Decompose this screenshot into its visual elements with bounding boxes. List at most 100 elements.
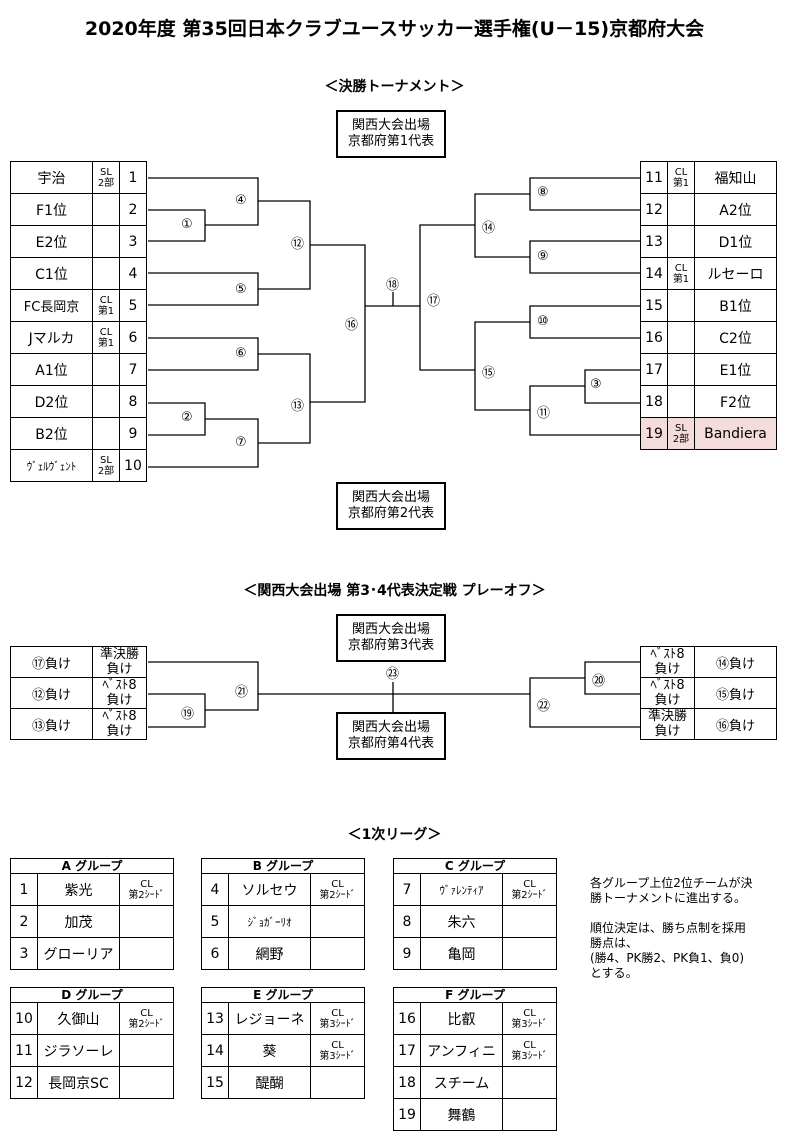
playoff-team: ⑰負け [10, 646, 93, 678]
seed-tag [502, 1098, 557, 1131]
seed-tag-line: SL [675, 422, 687, 434]
draw-number: 14 [640, 257, 668, 290]
draw-number: 9 [119, 417, 147, 450]
league-heading: ＜1次リーグ＞ [347, 827, 442, 843]
team-name: A2位 [694, 193, 777, 226]
team-name: レジョーネ [228, 1002, 311, 1035]
playoff-source-line: 準決勝 [99, 647, 139, 663]
draw-number: 6 [119, 321, 147, 354]
rep1-line2: 京都府第1代表 [347, 134, 435, 149]
league-note: 各グループ上位2位チームが決勝トーナメントに進出する。順位決定は、勝ち点制を採用… [590, 876, 753, 981]
seed-tag-line: 第2ｼｰﾄﾞ [511, 889, 548, 901]
match-14: ⑭ [482, 221, 496, 236]
rep4-line1: 関西大会出場 [351, 720, 430, 735]
team-name: B2位 [10, 417, 93, 450]
seed-tag-line: CL [674, 262, 688, 274]
match-12: ⑫ [291, 237, 305, 252]
team-name: 舞鶴 [420, 1098, 503, 1131]
match-16: ⑯ [345, 318, 359, 333]
seed-tag [119, 905, 174, 938]
team-name: 紫光 [37, 873, 120, 906]
team-name: グローリア [37, 937, 120, 970]
team-name: 亀岡 [420, 937, 503, 970]
seed-tag-line: 2部 [672, 433, 690, 445]
group-name: B グループ [201, 858, 365, 874]
team-number: 2 [10, 905, 38, 938]
seed-tag-line: 第2ｼｰﾄﾞ [128, 1018, 165, 1030]
group-name: F グループ [393, 987, 557, 1003]
team-name: E1位 [694, 353, 777, 386]
team-name: 長岡京SC [37, 1066, 120, 1099]
team-number: 5 [201, 905, 229, 938]
playoff-source-line: 負け [654, 724, 681, 739]
team-number: 3 [10, 937, 38, 970]
match-13: ⑬ [291, 399, 305, 414]
draw-number: 10 [119, 449, 147, 482]
team-number: 12 [10, 1066, 38, 1099]
playoff-source-line: 負け [106, 693, 133, 708]
playoff-team: ⑬負け [10, 708, 93, 740]
team-name: C2位 [694, 321, 777, 354]
note-line: 勝点は、 [590, 936, 639, 950]
seed-tag [502, 1066, 557, 1099]
seed-tag-line: 第3ｼｰﾄﾞ [511, 1050, 548, 1062]
seed-tag [310, 1066, 365, 1099]
team-name: 加茂 [37, 905, 120, 938]
seed-tag [310, 905, 365, 938]
seed-tag-line: SL [100, 454, 112, 466]
rep2-line2: 京都府第2代表 [347, 506, 435, 521]
seed-tag-line: CL [99, 294, 113, 306]
seed-tag [119, 1066, 174, 1099]
seed-tag-line: CL [523, 878, 536, 890]
seed-tag [667, 193, 695, 226]
team-number: 14 [201, 1034, 229, 1067]
rep4-line2: 京都府第4代表 [347, 736, 435, 751]
group-name: A グループ [10, 858, 174, 874]
rep1-box: 関西大会出場 京都府第1代表 [336, 110, 446, 158]
seed-tag-line: SL [100, 166, 112, 178]
note-line: とする。 [590, 966, 638, 980]
match-15: ⑮ [482, 366, 496, 381]
match-22: ㉒ [537, 699, 551, 714]
playoff-source-line: ﾍﾞｽﾄ8 [102, 678, 137, 694]
match-3: ③ [590, 377, 602, 392]
seed-tag [667, 385, 695, 418]
playoff-source-line: 負け [654, 662, 681, 677]
playoff-team: ⑭負け [694, 646, 777, 678]
seed-tag-line: CL [674, 166, 688, 178]
playoff-source-line: ﾍﾞｽﾄ8 [650, 678, 685, 694]
seed-tag [502, 905, 557, 938]
seed-tag-line: 第3ｼｰﾄﾞ [319, 1018, 356, 1030]
seed-tag-line: 2部 [97, 465, 115, 477]
team-number: 13 [201, 1002, 229, 1035]
